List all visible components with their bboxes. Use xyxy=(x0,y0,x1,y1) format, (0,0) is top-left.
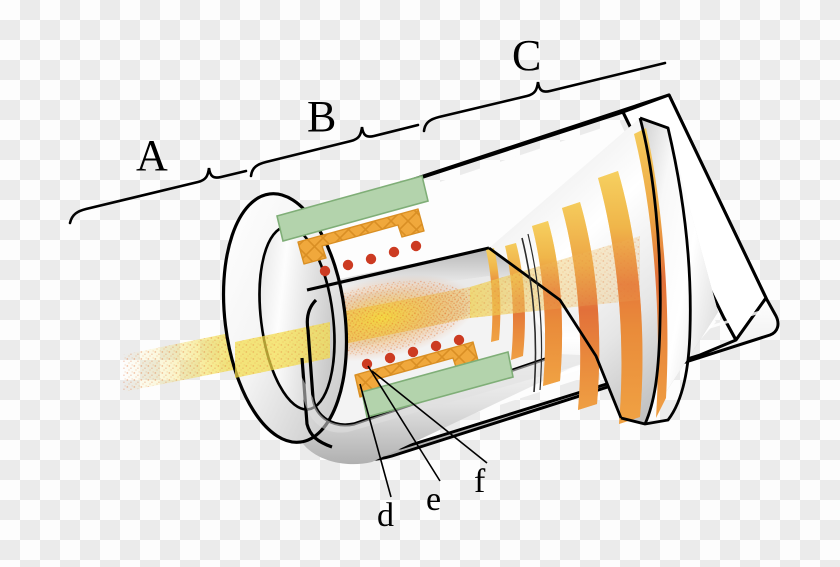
flared-horn xyxy=(470,116,718,426)
horn-inner-seam xyxy=(521,237,537,393)
section-label-a: A xyxy=(136,131,168,180)
upper-magnet-assembly xyxy=(276,175,429,277)
bracket-c xyxy=(422,61,667,133)
leader-f xyxy=(371,370,488,464)
lower-magnet-assembly xyxy=(354,334,514,418)
beam-over-endcap xyxy=(235,322,330,378)
leader-e xyxy=(367,365,441,482)
callout-label-e: e xyxy=(426,481,442,518)
section-label-c: C xyxy=(512,31,542,80)
bracket-a xyxy=(68,167,248,225)
lower-pole-dots xyxy=(361,334,465,370)
section-label-b: B xyxy=(307,92,337,141)
horn-inner-seam-2 xyxy=(527,233,543,391)
bracket-b xyxy=(249,123,420,178)
upper-pole-dots xyxy=(319,240,422,277)
callout-label-f: f xyxy=(474,463,486,500)
leader-d xyxy=(359,383,392,498)
lower-support-plate xyxy=(361,351,514,418)
callout-leader-lines xyxy=(359,365,488,498)
horn-rings-overlay xyxy=(532,171,643,424)
upper-support-plate xyxy=(276,175,429,242)
upper-magnet-yoke xyxy=(297,208,425,265)
callout-label-d: d xyxy=(377,497,394,534)
section-brackets xyxy=(68,61,667,225)
